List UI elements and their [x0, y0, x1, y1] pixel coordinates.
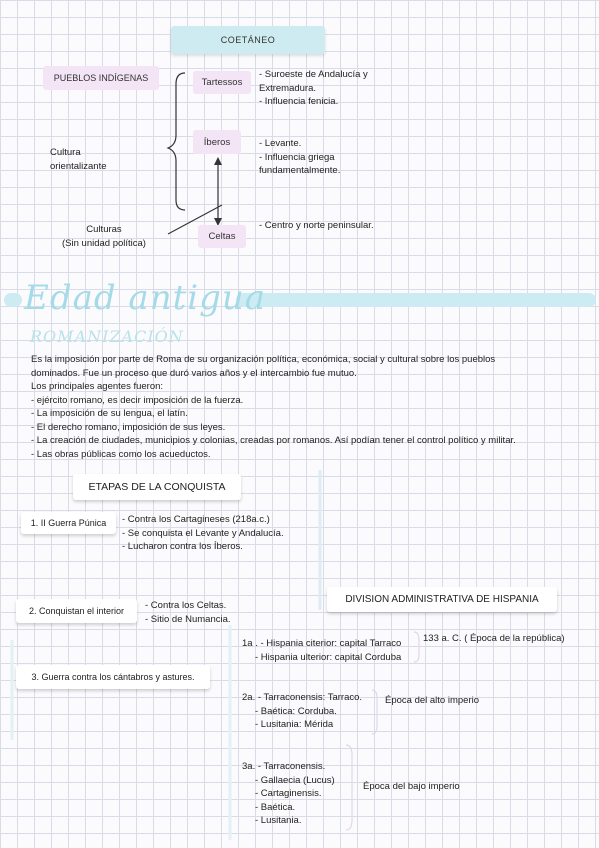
- cultura-line-2: orientalizante: [50, 160, 107, 172]
- celtas-notes: - Centro y norte peninsular.: [259, 219, 374, 233]
- bracket-d1: [413, 631, 420, 663]
- stage-3-badge: 3. Guerra contra los cántabros y astures…: [16, 665, 210, 689]
- cultura-line-1: Cultura: [50, 147, 81, 158]
- division-line: - Hispania ulterior: capital Corduba: [255, 651, 402, 663]
- note-line: - Centro y norte peninsular.: [259, 220, 374, 231]
- note-line: - Levante.: [259, 138, 302, 149]
- stage-2-badge: 2. Conquistan el interior: [16, 599, 137, 623]
- brace-shape: [166, 72, 186, 211]
- paragraph-line: - El derecho romano, imposición de sus l…: [31, 421, 226, 433]
- paragraph-line: Los principales agentes fueron:: [31, 381, 164, 392]
- note-line: - Contra los Celtas.: [145, 600, 227, 611]
- culturas-link-line: [167, 204, 223, 235]
- division-line: 1a . - Hispania citerior: capital Tarrac…: [242, 638, 402, 649]
- tartessos-badge: Tartessos: [193, 71, 251, 94]
- etapas-title: ETAPAS DE LA CONQUISTA: [73, 474, 241, 500]
- division-line: 2a. - Tarraconensis: Tarraco.: [242, 692, 363, 703]
- bracket-d2: [371, 689, 378, 735]
- coetaneo-header: COETÁNEO: [171, 26, 325, 54]
- division-line: - Lusitania.: [255, 815, 302, 826]
- division-3-note: Época del bajo imperio: [363, 781, 460, 792]
- iberos-notes: - Levante. - Influencia griega fundament…: [259, 137, 340, 178]
- romanizacion-subtitle: ROMANIZACIÓN: [30, 327, 184, 346]
- pueblos-indigenas-label: PUEBLOS INDÍGENAS: [43, 66, 159, 90]
- celtas-badge: Celtas: [198, 225, 246, 248]
- division-line: - Baética: Corduba.: [255, 705, 337, 717]
- note-line: - Contra los Cartagineses (218a.c.): [122, 514, 270, 525]
- paragraph-line: - Las obras públicas como los acueductos…: [31, 448, 211, 460]
- tartessos-notes: - Suroeste de Andalucía y Extremadura. -…: [259, 68, 368, 109]
- arrow-up-icon: [214, 157, 222, 165]
- note-line: Extremadura.: [259, 82, 317, 94]
- note-line: fundamentalmente.: [259, 165, 341, 176]
- division-title: DIVISION ADMINISTRATIVA DE HISPANIA: [327, 587, 557, 612]
- paragraph-line: Es la imposición por parte de Roma de su…: [31, 354, 496, 365]
- division-2-lines: 2a. - Tarraconensis: Tarraco. - Baética:…: [242, 691, 362, 732]
- division-line: - Baética.: [255, 801, 296, 813]
- stage-1-notes: - Contra los Cartagineses (218a.c.) - Se…: [122, 513, 284, 554]
- division-line: 3a. - Tarraconensis.: [242, 761, 326, 772]
- paragraph-line: - ejército romano, es decir imposición d…: [31, 394, 244, 406]
- division-2-note: Época del alto imperio: [385, 695, 479, 706]
- arrow-down-icon: [214, 218, 222, 226]
- title-bar-right: [236, 293, 596, 307]
- note-line: - Influencia fenicia.: [259, 96, 339, 107]
- note-line: - Influencia griega: [259, 151, 335, 163]
- iberos-badge: Íberos: [193, 130, 241, 154]
- culturas-line-2: (Sin unidad política): [62, 237, 146, 249]
- note-line: - Suroeste de Andalucía y: [259, 69, 368, 80]
- paragraph-line: - La creación de ciudades, municipios y …: [31, 435, 516, 446]
- paragraph-line: dominados. Fue un proceso que duró vario…: [31, 367, 357, 379]
- stage-1-badge: 1. II Guerra Púnica: [21, 512, 116, 534]
- division-3-lines: 3a. - Tarraconensis. - Gallaecia (Lucus)…: [242, 760, 335, 828]
- division-line: - Cartaginensis.: [255, 788, 322, 799]
- cultura-orientalizante-label: Cultura orientalizante: [50, 146, 107, 173]
- division-line: - Lusitania: Mérida: [255, 719, 334, 730]
- stage-2-notes: - Contra los Celtas. - Sitio de Numancia…: [145, 599, 231, 626]
- culturas-line-1: Culturas: [86, 224, 122, 235]
- paragraph-line: - La imposición de su lengua, el latín.: [31, 408, 188, 419]
- bracket-d3: [345, 744, 353, 831]
- note-line: - Se conquista el Levante y Andalucía.: [122, 527, 284, 539]
- edad-antigua-title: Edad antigua: [24, 278, 267, 318]
- romanizacion-paragraph: Es la imposición por parte de Roma de su…: [31, 353, 516, 461]
- division-line: - Gallaecia (Lucus): [255, 774, 335, 786]
- culturas-label: Culturas (Sin unidad política): [62, 223, 146, 250]
- title-bar-left: [4, 293, 22, 307]
- note-line: - Lucharon contra los Íberos.: [122, 541, 243, 552]
- division-1-note: 133 a. C. ( Época de la república): [423, 633, 565, 644]
- note-line: - Sitio de Numancia.: [145, 613, 231, 625]
- division-1-lines: 1a . - Hispania citerior: capital Tarrac…: [242, 637, 401, 664]
